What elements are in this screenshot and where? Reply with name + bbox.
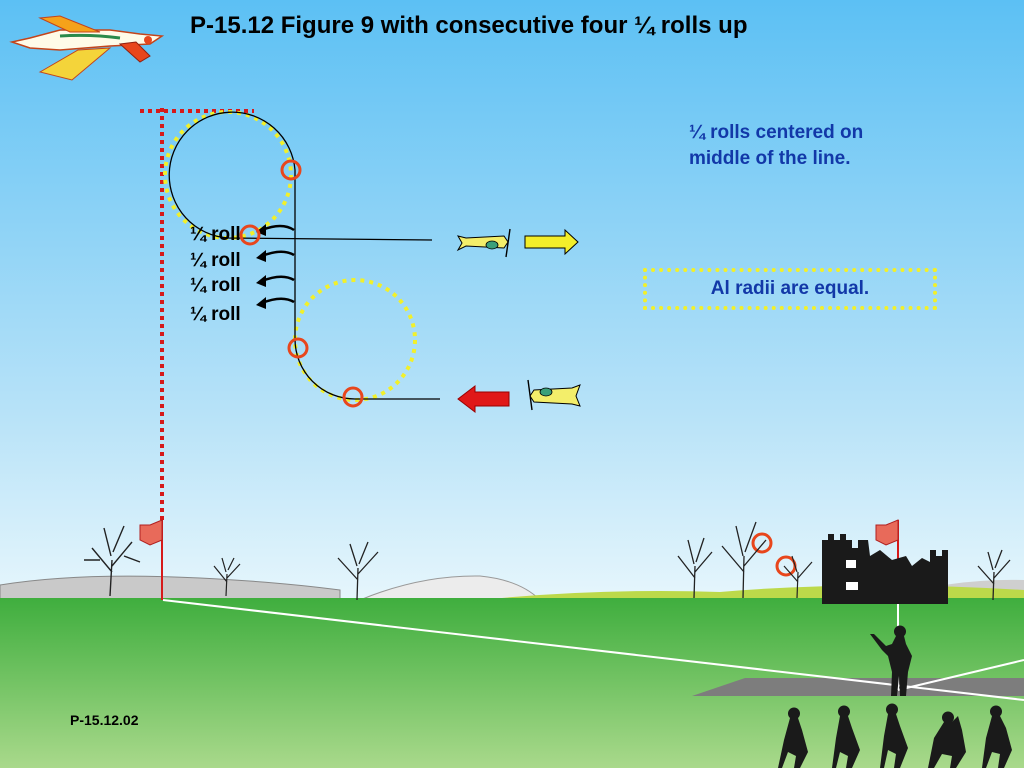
direction-arrow-right [524, 228, 579, 256]
radii-equal-text: Al radii are equal. [710, 278, 870, 299]
slide-number: P-15.12.02 [70, 712, 139, 728]
ground-line-right [897, 659, 1024, 691]
roll-arrowhead-2 [256, 250, 266, 262]
tree-7 [977, 549, 1011, 601]
upper-radius-guide [163, 110, 293, 240]
flag-left [139, 519, 163, 546]
tree-1 [84, 525, 141, 597]
grey-hill [0, 575, 341, 601]
tree-3 [337, 541, 379, 601]
marker-top-right [280, 159, 302, 181]
lower-radius-guide [293, 278, 417, 402]
roll-label-2: ¼ roll [190, 250, 241, 271]
tree-4 [677, 537, 713, 599]
flag-right [875, 519, 899, 546]
ground-line-left [162, 599, 1024, 701]
runway [692, 678, 1024, 696]
marker-bottom [342, 386, 364, 408]
roll-arrowhead-3 [256, 275, 266, 287]
rolls-centered-note: ¼ rolls centered on middle of the line. [689, 122, 864, 169]
castle-window-1 [846, 560, 856, 568]
sky-background [0, 0, 1024, 600]
roll-label-3: ¼ roll [190, 275, 241, 296]
flight-path [168, 111, 440, 400]
roll-label-4: ¼ roll [190, 304, 241, 325]
tree-6 [783, 555, 813, 599]
tree-5 [721, 521, 767, 599]
spectators [778, 703, 1012, 768]
white-hill [359, 575, 542, 601]
roll-label-1: ¼ roll [190, 224, 241, 245]
airplane-right-icon [456, 228, 511, 258]
aerobatic-plane-logo [9, 15, 165, 81]
marker-upper-exit [239, 224, 261, 246]
roll-arrowhead-4 [256, 297, 266, 309]
direction-arrow-left [457, 384, 510, 414]
pilot-silhouette [870, 625, 912, 696]
page-title: P-15.12 Figure 9 with consecutive four ¼… [190, 12, 748, 39]
tree-2 [213, 557, 241, 597]
airplane-left-icon [527, 379, 581, 411]
marker-judge-1 [751, 532, 773, 554]
radii-equal-box: Al radii are equal. [643, 268, 937, 310]
castle-window-2 [846, 582, 858, 590]
marker-lower-entry [287, 337, 309, 359]
